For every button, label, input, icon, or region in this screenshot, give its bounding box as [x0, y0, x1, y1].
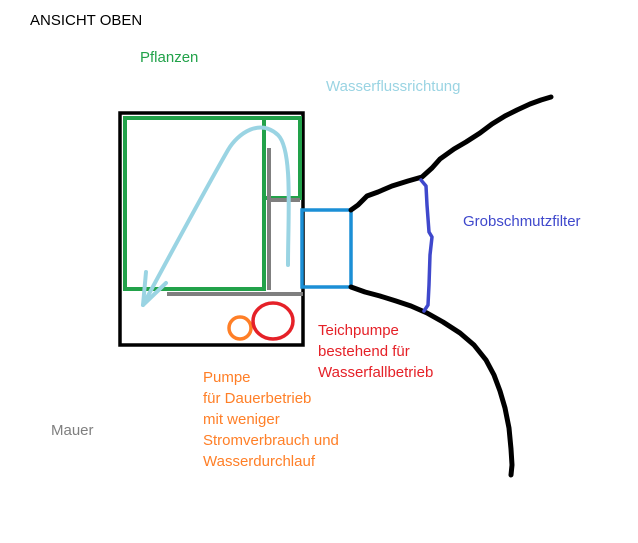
stream-banks — [348, 94, 554, 478]
plant-beds — [123, 116, 302, 291]
coarse-filter — [419, 178, 434, 313]
flow-direction-label: Wasserflussrichtung — [326, 78, 461, 95]
plant-bed-large — [123, 116, 266, 291]
flow-arrow — [141, 125, 291, 307]
pond-pump-label: Teichpumpe bestehend für Wasserfallbetri… — [318, 322, 434, 381]
stream-bank-upper — [348, 94, 554, 213]
flow-arrowhead — [141, 270, 168, 307]
flow-curve — [141, 125, 291, 307]
basin-outline — [118, 111, 305, 347]
walls — [167, 148, 303, 296]
wall-label: Mauer — [51, 422, 94, 439]
plants-label: Pflanzen — [140, 49, 199, 66]
view-title: ANSICHT OBEN — [30, 12, 143, 29]
pond-pump-icon — [251, 301, 295, 341]
inlet-pipe — [300, 208, 353, 289]
coarse-filter-label: Grobschmutzfilter — [463, 213, 581, 230]
continuous-pump-label: Pumpe für Dauerbetrieb mit weniger Strom… — [203, 369, 339, 470]
stream-bank-lower — [348, 284, 515, 478]
continuous-pump-icon — [227, 315, 253, 341]
